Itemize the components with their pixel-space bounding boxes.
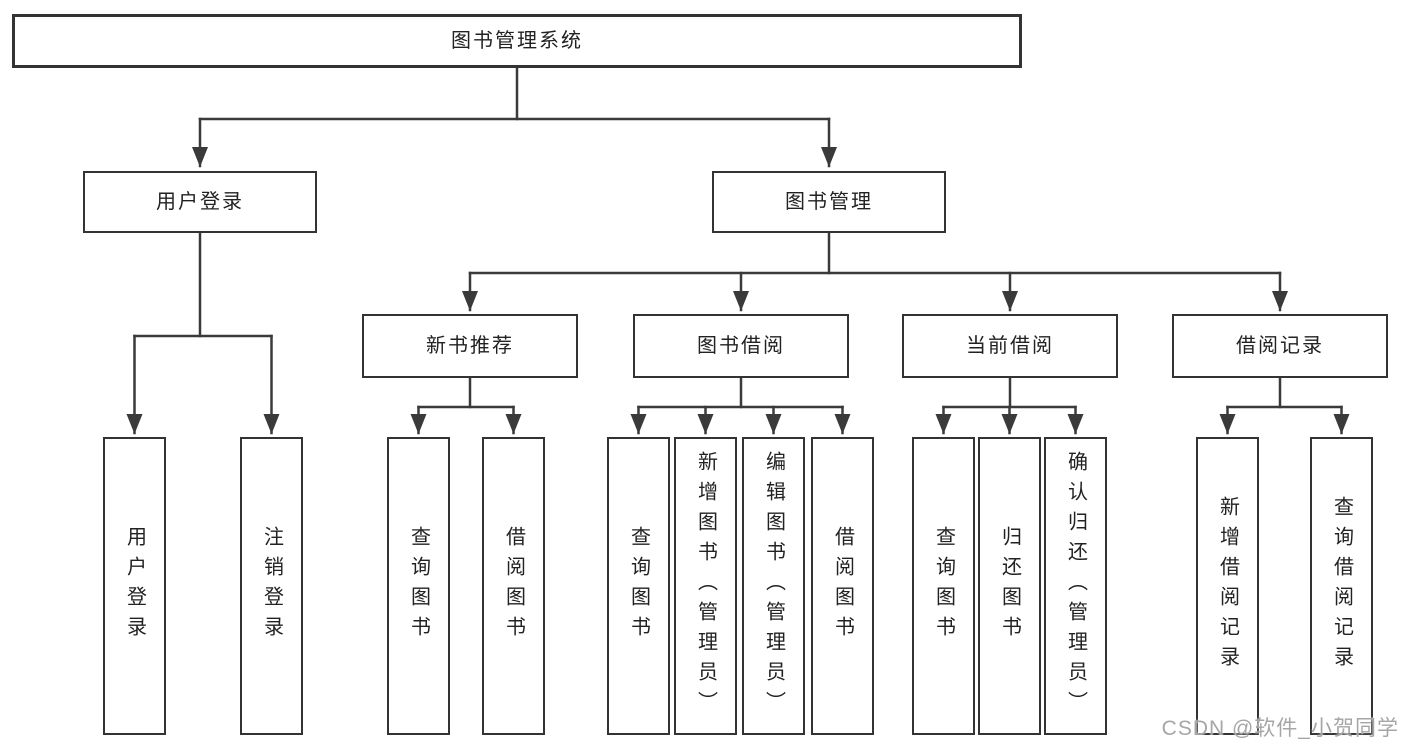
- leaf-confirm-return-admin: 确认归还（管理员）: [1044, 437, 1107, 735]
- node-book-borrow: 图书借阅: [633, 314, 849, 378]
- leaf-borrow-books-1-label: 借阅图书: [502, 526, 525, 646]
- leaf-query-books-1: 查询图书: [387, 437, 450, 735]
- leaf-borrow-books-2-label: 借阅图书: [831, 526, 854, 646]
- leaf-borrow-books-2: 借阅图书: [811, 437, 874, 735]
- leaf-logout-login-label: 注销登录: [260, 526, 283, 646]
- leaf-query-books-3-label: 查询图书: [932, 526, 955, 646]
- leaf-return-book: 归还图书: [978, 437, 1041, 735]
- leaf-logout-login: 注销登录: [240, 437, 303, 735]
- node-new-book-recommend-label: 新书推荐: [426, 335, 514, 357]
- leaf-query-books-3: 查询图书: [912, 437, 975, 735]
- leaf-edit-book-admin: 编辑图书（管理员）: [742, 437, 805, 735]
- leaf-query-books-1-label: 查询图书: [407, 526, 430, 646]
- node-borrow-records: 借阅记录: [1172, 314, 1388, 378]
- node-library-system-label: 图书管理系统: [451, 30, 583, 52]
- csdn-watermark: CSDN @软件_小贺同学: [1161, 717, 1399, 740]
- node-new-book-recommend: 新书推荐: [362, 314, 578, 378]
- leaf-add-borrow-record: 新增借阅记录: [1196, 437, 1259, 735]
- leaf-query-borrow-record-label: 查询借阅记录: [1330, 496, 1353, 676]
- node-book-borrow-label: 图书借阅: [697, 335, 785, 357]
- node-book-management: 图书管理: [712, 171, 946, 233]
- leaf-edit-book-admin-label: 编辑图书（管理员）: [762, 451, 785, 721]
- node-user-login: 用户登录: [83, 171, 317, 233]
- leaf-add-book-admin-label: 新增图书（管理员）: [694, 451, 717, 721]
- leaf-query-books-2-label: 查询图书: [627, 526, 650, 646]
- leaf-add-borrow-record-label: 新增借阅记录: [1216, 496, 1239, 676]
- leaf-add-book-admin: 新增图书（管理员）: [674, 437, 737, 735]
- node-user-login-label: 用户登录: [156, 191, 244, 213]
- leaf-return-book-label: 归还图书: [998, 526, 1021, 646]
- node-borrow-records-label: 借阅记录: [1236, 335, 1324, 357]
- leaf-borrow-books-1: 借阅图书: [482, 437, 545, 735]
- leaf-user-login-label: 用户登录: [123, 526, 146, 646]
- node-book-management-label: 图书管理: [785, 191, 873, 213]
- node-current-borrow: 当前借阅: [902, 314, 1118, 378]
- leaf-confirm-return-admin-label: 确认归还（管理员）: [1064, 451, 1087, 721]
- node-library-system: 图书管理系统: [12, 14, 1022, 68]
- leaf-query-books-2: 查询图书: [607, 437, 670, 735]
- node-current-borrow-label: 当前借阅: [966, 335, 1054, 357]
- leaf-query-borrow-record: 查询借阅记录: [1310, 437, 1373, 735]
- leaf-user-login: 用户登录: [103, 437, 166, 735]
